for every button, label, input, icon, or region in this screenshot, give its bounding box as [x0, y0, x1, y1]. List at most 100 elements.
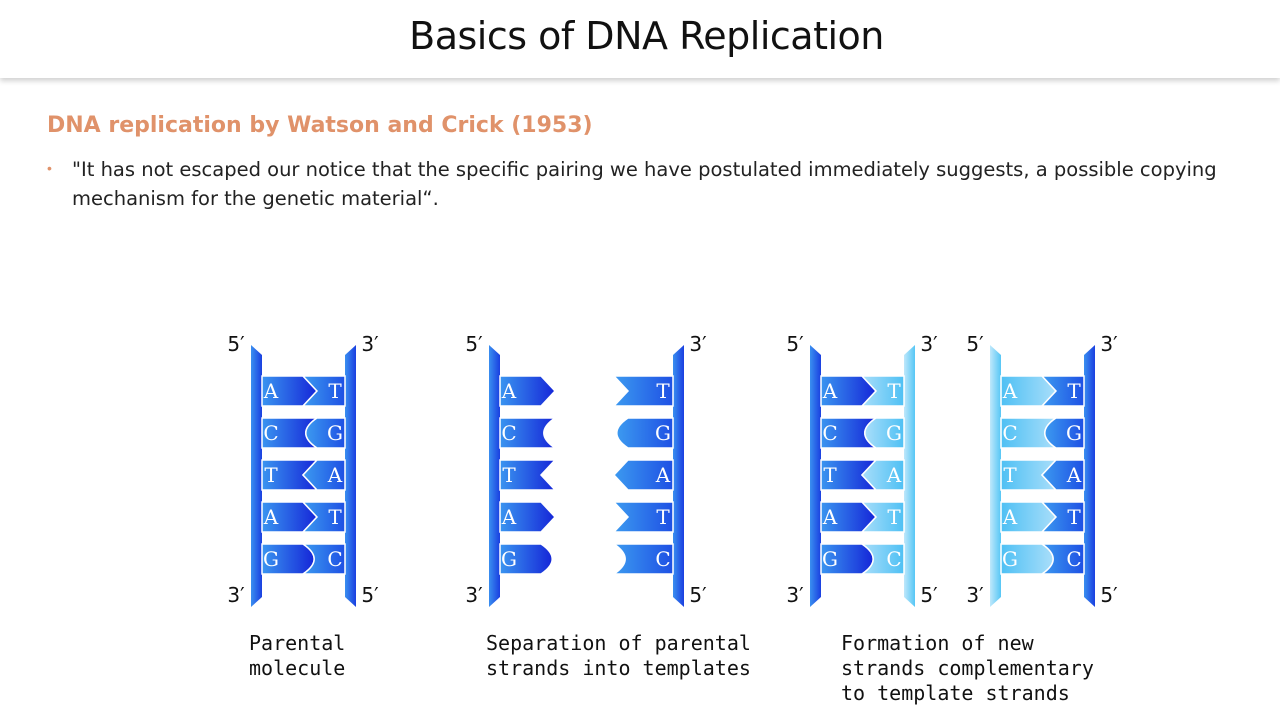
- base-right-T: [301, 501, 346, 533]
- caption-formation: Formation of new strands complementary t…: [841, 631, 1094, 706]
- base-right-G: [305, 417, 346, 449]
- base-letter: A: [655, 463, 671, 487]
- caption-separation: Separation of parental strands into temp…: [486, 631, 751, 681]
- base-letter: C: [327, 547, 342, 571]
- base-letter: T: [264, 463, 278, 487]
- three-prime-label: 3′: [689, 332, 707, 356]
- base-letter: T: [656, 505, 670, 529]
- right-strand-backbone: [1084, 345, 1095, 607]
- left-strand-backbone: [810, 345, 821, 607]
- five-prime-label: 5′: [786, 332, 804, 356]
- base-right-T: [612, 375, 674, 407]
- base-letter: A: [263, 505, 279, 529]
- right-strand-backbone: [904, 345, 915, 607]
- base-letter: T: [502, 463, 516, 487]
- base-right-C: [1039, 543, 1085, 575]
- base-letter: T: [1003, 463, 1017, 487]
- caption-line: strands complementary: [841, 656, 1094, 680]
- base-letter: G: [263, 547, 279, 571]
- base-letter: A: [886, 463, 902, 487]
- base-letter: T: [887, 379, 901, 403]
- right-strand-backbone: [673, 345, 684, 607]
- base-letter: T: [1067, 505, 1081, 529]
- left-strand-backbone: [990, 345, 1001, 607]
- base-letter: G: [327, 421, 343, 445]
- base-right-T: [1040, 375, 1085, 407]
- base-letter: C: [501, 421, 516, 445]
- base-letter: G: [501, 547, 517, 571]
- three-prime-label: 3′: [966, 583, 984, 607]
- base-letter: C: [822, 421, 837, 445]
- caption-line: strands into templates: [486, 656, 751, 680]
- three-prime-label: 3′: [361, 332, 379, 356]
- five-prime-label: 5′: [689, 583, 707, 607]
- caption-line: to template strands: [841, 681, 1070, 705]
- base-right-T: [1040, 501, 1085, 533]
- base-letter: T: [656, 379, 670, 403]
- caption-line: Formation of new: [841, 631, 1034, 655]
- right-strand-backbone: [345, 345, 356, 607]
- base-letter: T: [823, 463, 837, 487]
- three-prime-label: 3′: [1100, 332, 1118, 356]
- slide-header: Basics of DNA Replication: [0, 0, 1280, 78]
- base-letter: C: [1002, 421, 1017, 445]
- base-letter: G: [822, 547, 838, 571]
- base-right-A: [612, 459, 674, 491]
- five-prime-label: 5′: [465, 332, 483, 356]
- base-left-T: [499, 459, 557, 491]
- base-letter: G: [886, 421, 902, 445]
- caption-parental: Parental molecule: [249, 631, 345, 681]
- base-letter: A: [1002, 379, 1018, 403]
- slide-title: Basics of DNA Replication: [409, 14, 884, 58]
- three-prime-label: 3′: [786, 583, 804, 607]
- base-letter: C: [655, 547, 670, 571]
- caption-line: Parental: [249, 631, 346, 655]
- base-left-A: [499, 501, 557, 533]
- left-strand-backbone: [489, 345, 500, 607]
- base-letter: A: [822, 505, 838, 529]
- base-letter: T: [328, 379, 342, 403]
- base-left-C: [499, 417, 558, 449]
- five-prime-label: 5′: [920, 583, 938, 607]
- base-right-C: [611, 543, 674, 575]
- base-left-G: [499, 543, 553, 575]
- five-prime-label: 5′: [966, 332, 984, 356]
- base-letter: T: [328, 505, 342, 529]
- base-letter: T: [1067, 379, 1081, 403]
- base-letter: T: [887, 505, 901, 529]
- base-right-T: [860, 501, 905, 533]
- base-letter: C: [1066, 547, 1081, 571]
- base-letter: G: [655, 421, 671, 445]
- base-letter: A: [822, 379, 838, 403]
- base-right-T: [612, 501, 674, 533]
- quote-text: "It has not escaped our notice that the …: [72, 158, 1217, 210]
- base-right-T: [301, 375, 346, 407]
- base-right-T: [860, 375, 905, 407]
- section-heading: DNA replication by Watson and Crick (195…: [47, 113, 593, 138]
- base-right-G: [616, 417, 674, 449]
- three-prime-label: 3′: [465, 583, 483, 607]
- caption-line: molecule: [249, 656, 346, 680]
- base-letter: G: [1002, 547, 1018, 571]
- base-letter: G: [1066, 421, 1082, 445]
- three-prime-label: 3′: [227, 583, 245, 607]
- five-prime-label: 5′: [227, 332, 245, 356]
- base-letter: A: [501, 505, 517, 529]
- base-left-A: [499, 375, 557, 407]
- base-right-A: [1040, 459, 1085, 491]
- base-letter: C: [886, 547, 901, 571]
- base-letter: A: [501, 379, 517, 403]
- base-letter: C: [263, 421, 278, 445]
- base-right-G: [864, 417, 905, 449]
- base-letter: A: [1002, 505, 1018, 529]
- base-right-C: [300, 543, 346, 575]
- base-right-A: [301, 459, 346, 491]
- base-right-G: [1044, 417, 1085, 449]
- three-prime-label: 3′: [920, 332, 938, 356]
- five-prime-label: 5′: [1100, 583, 1118, 607]
- base-letter: A: [1066, 463, 1082, 487]
- five-prime-label: 5′: [361, 583, 379, 607]
- caption-line: Separation of parental: [486, 631, 751, 655]
- base-right-A: [860, 459, 905, 491]
